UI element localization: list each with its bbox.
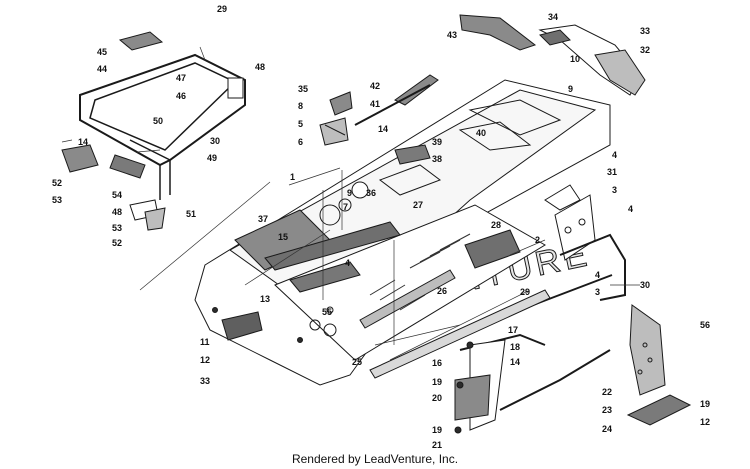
label-14: 14: [378, 124, 388, 134]
label-30b: 30: [640, 280, 650, 290]
label-23: 23: [602, 405, 612, 415]
bracket-assembly-35: [319, 91, 353, 146]
label-34: 34: [548, 12, 558, 22]
label-50: 50: [153, 116, 163, 126]
label-56: 56: [700, 320, 710, 330]
label-7: 7: [343, 202, 348, 212]
label-48: 48: [255, 62, 265, 72]
label-4: 4: [612, 150, 617, 160]
label-19: 19: [432, 377, 442, 387]
label-27: 27: [413, 200, 423, 210]
label-33: 33: [640, 26, 650, 36]
label-32: 32: [640, 45, 650, 55]
bumper-11: [221, 311, 263, 341]
label-54: 54: [112, 190, 122, 200]
label-47: 47: [176, 73, 186, 83]
label-30: 30: [210, 136, 220, 146]
label-31: 31: [607, 167, 617, 177]
label-26: 26: [437, 286, 447, 296]
label-3b: 3: [595, 287, 600, 297]
label-12: 12: [200, 355, 210, 365]
label-14c: 14: [510, 357, 520, 367]
label-53: 53: [52, 195, 62, 205]
label-12b: 12: [700, 417, 710, 427]
label-18: 18: [510, 342, 520, 352]
rear-bumper-frame: [79, 53, 246, 200]
rail-strips: [354, 74, 439, 126]
leader-lines: [61, 46, 640, 361]
label-25: 25: [352, 357, 362, 367]
label-29b: 29: [217, 4, 227, 14]
label-37: 37: [258, 214, 268, 224]
chassis-tunnel: [194, 79, 611, 386]
bracket-assembly-left: [61, 144, 166, 231]
label-8: 8: [298, 101, 303, 111]
label-51: 51: [186, 209, 196, 219]
label-52b: 52: [112, 238, 122, 248]
label-41: 41: [370, 99, 380, 109]
label-55: 55: [322, 307, 332, 317]
label-39: 39: [432, 137, 442, 147]
label-4b: 4: [628, 204, 633, 214]
label-13: 13: [260, 294, 270, 304]
snow-flap-assembly: [538, 24, 646, 96]
label-46: 46: [176, 91, 186, 101]
label-15: 15: [278, 232, 288, 242]
hitch-bracket-24: [626, 394, 692, 426]
track-guide-28: [464, 229, 521, 269]
handle-pad: [109, 154, 146, 179]
label-38: 38: [432, 154, 442, 164]
label-19c: 19: [700, 399, 710, 409]
label-4d: 4: [345, 258, 350, 268]
label-2: 2: [535, 235, 540, 245]
label-33b: 33: [200, 376, 210, 386]
label-6: 6: [298, 137, 303, 147]
label-10: 10: [570, 54, 580, 64]
label-17: 17: [508, 325, 518, 335]
footer-credit: Rendered by LeadVenture, Inc.: [291, 452, 459, 466]
part-labels: 1 2 3 3 4 4 4 4 5 6 7 8 9 9 10 11 12 12 …: [52, 4, 710, 450]
label-9: 9: [347, 188, 352, 198]
label-53b: 53: [112, 223, 122, 233]
label-21: 21: [432, 440, 442, 450]
label-14b: 14: [78, 137, 88, 147]
label-28: 28: [491, 220, 501, 230]
label-3: 3: [612, 185, 617, 195]
label-5: 5: [298, 119, 303, 129]
rear-plate-56: [629, 304, 666, 396]
label-20: 20: [432, 393, 442, 403]
label-45: 45: [97, 47, 107, 57]
label-43: 43: [447, 30, 457, 40]
label-16: 16: [432, 358, 442, 368]
label-35: 35: [298, 84, 308, 94]
label-44: 44: [97, 64, 107, 74]
rear-flap-43: [459, 14, 537, 51]
label-9b: 9: [568, 84, 573, 94]
label-1: 1: [290, 172, 295, 182]
pad-38: [394, 144, 431, 165]
right-bracket-group: [544, 184, 596, 261]
label-52: 52: [52, 178, 62, 188]
label-22: 22: [602, 387, 612, 397]
running-board-strip: [359, 269, 551, 379]
label-36: 36: [366, 188, 376, 198]
lower-bracket-group: [454, 339, 506, 434]
label-48b: 48: [112, 207, 122, 217]
label-42: 42: [370, 81, 380, 91]
label-11: 11: [200, 337, 210, 347]
label-40: 40: [476, 128, 486, 138]
label-49: 49: [207, 153, 217, 163]
label-4c: 4: [595, 270, 600, 280]
label-19b: 19: [432, 425, 442, 435]
bumper-pad: [118, 31, 164, 51]
label-24: 24: [602, 424, 612, 434]
label-29: 29: [520, 287, 530, 297]
